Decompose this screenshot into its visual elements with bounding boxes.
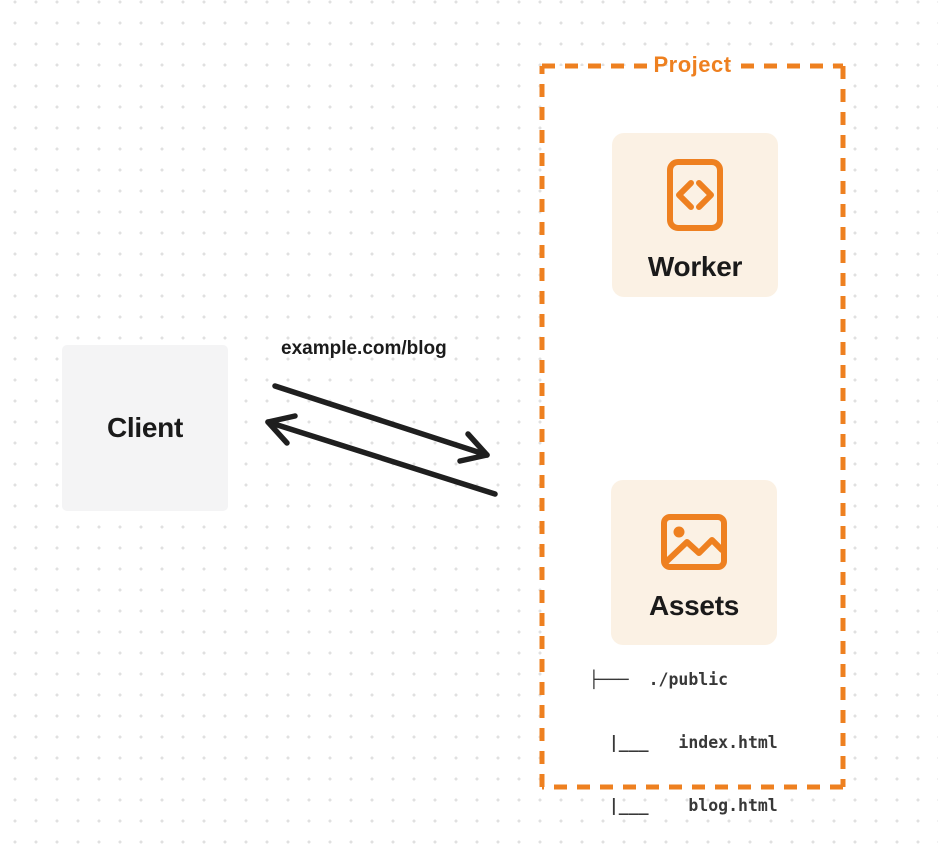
assets-node: Assets	[611, 480, 777, 645]
image-icon	[661, 514, 727, 570]
response-arrow	[265, 413, 498, 497]
tree-line-index: |___ index.html	[589, 733, 778, 752]
worker-node: Worker	[612, 133, 778, 297]
tree-line-public: ├─── ./public	[589, 670, 729, 689]
client-label: Client	[107, 412, 183, 443]
code-document-icon	[667, 159, 723, 231]
assets-file-tree: ├─── ./public |___ index.html |___ blog.…	[589, 648, 778, 860]
worker-label: Worker	[647, 251, 743, 282]
request-url-label: example.com/blog	[281, 338, 447, 359]
client-node: Client	[62, 345, 228, 511]
project-label: Project	[653, 52, 732, 77]
request-arrow	[272, 383, 490, 464]
assets-label: Assets	[648, 590, 740, 621]
tree-line-blog: |___ blog.html	[589, 796, 778, 815]
